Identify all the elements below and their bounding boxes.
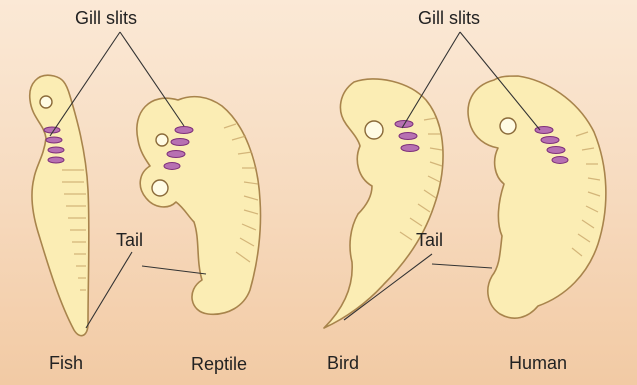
tail-label: Tail (416, 231, 443, 249)
reptile-label: Reptile (191, 355, 247, 373)
gill-slits-label: Gill slits (418, 9, 480, 27)
human-label: Human (509, 354, 567, 372)
tail-label: Tail (116, 231, 143, 249)
gill-slits-label: Gill slits (75, 9, 137, 27)
bird-label: Bird (327, 354, 359, 372)
reptile-embryo (137, 97, 261, 315)
fish-label: Fish (49, 354, 83, 372)
human-embryo (468, 76, 606, 318)
